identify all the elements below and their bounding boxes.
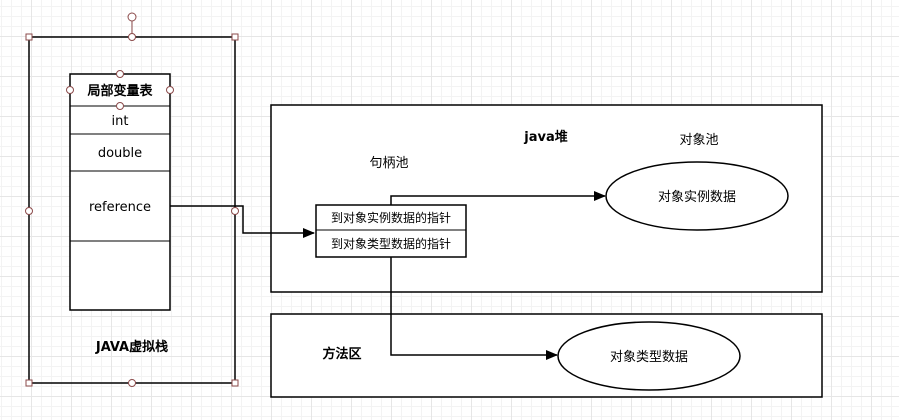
rotate-handle[interactable]: [127, 12, 137, 22]
handle-pool-table[interactable]: 到对象实例数据的指针 到对象类型数据的指针: [315, 204, 467, 258]
table-connection-point-left[interactable]: [66, 86, 74, 94]
java-heap-title: java堆: [523, 129, 567, 145]
jvm-stack-title: JAVA虚拟栈: [95, 339, 168, 355]
type-data-label: 对象类型数据: [610, 350, 688, 365]
selection-handles[interactable]: [25, 12, 239, 387]
table-connection-point-right[interactable]: [166, 86, 174, 94]
method-area-title: 方法区: [322, 346, 361, 362]
var-row-reference: reference: [89, 200, 151, 215]
reference-to-handle-arrow[interactable]: [170, 205, 315, 238]
table-connection-point-top[interactable]: [116, 70, 124, 78]
pointer-to-type-data: 到对象类型数据的指针: [331, 236, 451, 251]
type-data-ellipse[interactable]: 对象类型数据: [557, 321, 741, 391]
pointer-to-instance-data: 到对象实例数据的指针: [331, 210, 451, 225]
resize-handle-se[interactable]: [231, 379, 239, 387]
handle-pool-title: 句柄池: [369, 156, 408, 171]
resize-handle-sw[interactable]: [25, 379, 33, 387]
connection-point-right[interactable]: [231, 207, 239, 215]
object-pool-title: 对象池: [679, 133, 718, 148]
instance-data-ellipse[interactable]: 对象实例数据: [605, 161, 789, 231]
connection-point-top[interactable]: [128, 33, 136, 41]
table-connection-point-bottom[interactable]: [116, 102, 124, 110]
var-row-double: double: [98, 146, 142, 161]
type-pointer-arrow[interactable]: [390, 257, 558, 360]
local-var-table[interactable]: 局部变量表 int double reference: [66, 70, 174, 311]
instance-data-label: 对象实例数据: [658, 190, 736, 205]
resize-handle-ne[interactable]: [231, 33, 239, 41]
instance-pointer-arrow[interactable]: [390, 191, 606, 205]
connection-point-left[interactable]: [25, 207, 33, 215]
resize-handle-nw[interactable]: [25, 33, 33, 41]
local-var-table-header: 局部变量表: [87, 83, 153, 99]
connection-point-bottom[interactable]: [128, 379, 136, 387]
var-row-int: int: [112, 114, 129, 129]
